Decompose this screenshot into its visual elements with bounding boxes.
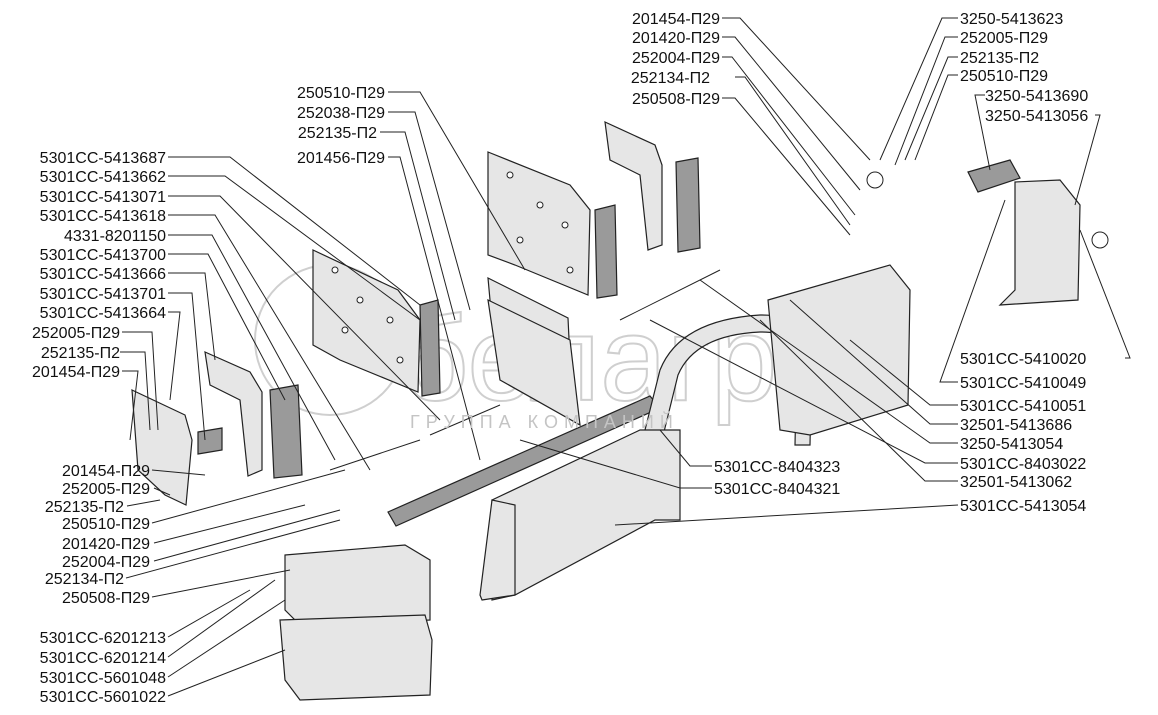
- part-label: 5301СС-5413071: [40, 189, 166, 206]
- cover-upper: [284, 544, 431, 626]
- lock-bolt: [1091, 231, 1109, 249]
- hinge-plate-top: [866, 171, 884, 189]
- part-label: 252134-П2: [45, 571, 124, 588]
- part-label: 5301СС-5413687: [40, 150, 166, 167]
- mounting-plate-large: [312, 249, 421, 393]
- part-label: 32501-5413062: [960, 474, 1072, 491]
- part-label: 252005-П29: [960, 30, 1048, 47]
- labels-top-mid: 250510-П29 252038-П29 252135-П2 201456-П…: [297, 85, 385, 167]
- part-label: 250508-П29: [62, 590, 150, 607]
- part-label: 250510-П29: [62, 516, 150, 533]
- part-label: 250510-П29: [960, 68, 1048, 85]
- bracket-upper: [604, 121, 663, 251]
- labels-left-lower: 201454-П29 252005-П29 252135-П2 250510-П…: [45, 463, 150, 607]
- part-label: 252005-П29: [62, 481, 150, 498]
- leader-lines: [120, 17, 1131, 697]
- part-label: 5301СС-8403022: [960, 456, 1086, 473]
- part-label: 5301СС-5410051: [960, 398, 1086, 415]
- parts: [131, 121, 1109, 701]
- part-label: 252134-П2: [631, 70, 710, 87]
- labels-left-bottom: 5301СС-6201213 5301СС-6201214 5301СС-560…: [40, 630, 166, 706]
- bracket-right: [998, 179, 1081, 306]
- part-label: 250510-П29: [297, 85, 385, 102]
- part-label: 201454-П29: [62, 463, 150, 480]
- part-label: 201420-П29: [632, 30, 720, 47]
- mudflap-strip: [487, 298, 581, 427]
- part-label: 252135-П2: [45, 499, 124, 516]
- labels-left: 5301СС-5413687 5301СС-5413662 5301СС-541…: [32, 150, 166, 381]
- part-label: 32501-5413686: [960, 417, 1072, 434]
- part-label: 3250-5413690: [985, 88, 1088, 105]
- part-label: 3250-5413054: [960, 436, 1063, 453]
- part-label: 252135-П2: [298, 125, 377, 142]
- part-label: 5301СС-5413664: [40, 305, 166, 322]
- part-label: 201454-П29: [32, 364, 120, 381]
- part-label: 5301СС-5413701: [40, 286, 166, 303]
- step-panel-large: [491, 429, 681, 601]
- handrail: [644, 314, 813, 446]
- step-panel-flange: [479, 499, 516, 601]
- part-label: 5301СС-5601022: [40, 689, 166, 706]
- part-label: 4331-8201150: [64, 228, 166, 245]
- bracket-left: [204, 351, 263, 477]
- part-label: 3250-5413623: [960, 11, 1063, 28]
- bracket-small-plate: [131, 389, 193, 506]
- labels-top-right: 3250-5413623 252005-П29 252135-П2 250510…: [960, 11, 1088, 125]
- part-label: 5301СС-5413662: [40, 169, 166, 186]
- part-label: 252135-П2: [960, 50, 1039, 67]
- part-label: 252005-П29: [32, 325, 120, 342]
- roller: [967, 159, 1021, 193]
- part-label: 5301СС-5410049: [960, 375, 1086, 392]
- part-label: 5301СС-5410020: [960, 351, 1086, 368]
- watermark-subtitle: ГРУППА КОМПАНИЙ: [410, 411, 679, 432]
- part-label: 201420-П29: [62, 536, 150, 553]
- part-label: 5301СС-8404321: [714, 481, 840, 498]
- rod-upper: [619, 269, 721, 321]
- part-label: 250508-П29: [632, 91, 720, 108]
- part-label: 252135-П2: [41, 345, 120, 362]
- step-panel-right: [767, 264, 911, 436]
- cover-lower: [279, 614, 433, 701]
- part-label: 5301СС-5413666: [40, 266, 166, 283]
- part-label: 5301СС-6201214: [40, 650, 166, 667]
- part-label: 5301СС-6201213: [40, 630, 166, 647]
- part-label: 5301СС-5413618: [40, 208, 166, 225]
- mounting-plate-upper: [487, 151, 591, 296]
- rubber-seal-1: [269, 384, 303, 479]
- part-label: 5301СС-5601048: [40, 670, 166, 687]
- part-label: 3250-5413056: [985, 108, 1088, 125]
- rubber-seal-2: [419, 299, 441, 397]
- labels-top-center: 201454-П29 201420-П29 252004-П29 252134-…: [631, 11, 720, 108]
- part-label: 201456-П29: [297, 150, 385, 167]
- rubber-seal-3: [594, 204, 618, 299]
- labels-right: 5301СС-5410020 5301СС-5410049 5301СС-541…: [960, 351, 1086, 515]
- rubber-seal-4: [675, 157, 701, 253]
- rod: [429, 404, 501, 436]
- part-label: 5301СС-5413054: [960, 498, 1086, 515]
- labels-mid: 5301СС-8404323 5301СС-8404321: [714, 459, 840, 498]
- part-label: 5301СС-5413700: [40, 247, 166, 264]
- part-label: 5301СС-8404323: [714, 459, 840, 476]
- part-label: 252004-П29: [632, 50, 720, 67]
- part-label: 252004-П29: [62, 554, 150, 571]
- rod-lower: [329, 439, 421, 471]
- rubber-seal-5: [197, 427, 223, 455]
- part-label: 252038-П29: [297, 105, 385, 122]
- part-label: 201454-П29: [632, 11, 720, 28]
